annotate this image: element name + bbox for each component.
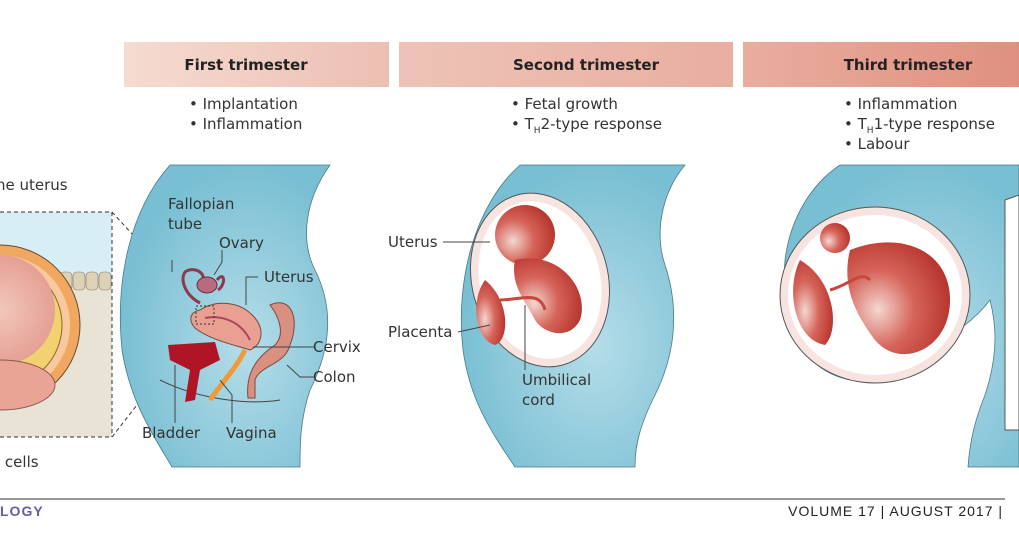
third-trimester-bullets: • Inflammation • TH1-type response • Lab… [844,95,995,153]
stage-title: Third trimester [844,56,973,74]
second-trimester-bullets: • Fetal growth • TH2-type response [511,95,662,136]
label-placenta: Placenta [388,323,452,341]
first-trimester-bullets: • Implantation • Inflammation [189,95,302,133]
stage-header-second: Second trimester [399,42,733,87]
label-uterus: Uterus [388,233,438,251]
stage-title: Second trimester [513,56,660,74]
stage-header-first: First trimester [124,42,389,87]
third-trimester-body [779,164,1019,468]
bullet: • Inflammation [189,115,302,133]
inset-top-label: he uterus [0,176,68,194]
second-trimester-body: Uterus Placenta Umbilical cord [388,164,686,468]
bullet: • Implantation [189,95,298,113]
bullet: • Inflammation [844,95,957,113]
bullet: • Fetal growth [511,95,618,113]
implantation-inset: he uterus l cells [0,176,198,471]
label-cervix: Cervix [313,338,361,356]
label-umbilical: Umbilical [522,371,591,389]
stage-title: First trimester [184,56,308,74]
bullet: • TH2-type response [511,115,662,136]
bullet: • Labour [844,135,910,153]
label-bladder: Bladder [142,424,201,442]
label-ovary: Ovary [219,234,264,252]
journal-name-fragment: LOGY [0,503,44,519]
label-vagina: Vagina [226,424,277,442]
label-fallopian: Fallopian [168,195,234,213]
inset-bottom-label: l cells [0,453,39,471]
label-colon: Colon [313,368,356,386]
label-uterus: Uterus [264,268,314,286]
volume-date: VOLUME 17 | AUGUST 2017 | [788,503,1003,519]
label-cord: cord [522,391,555,409]
bullet: • TH1-type response [844,115,995,136]
label-fallopian-2: tube [168,215,202,233]
stage-header-third: Third trimester [743,42,1019,87]
first-trimester-body: Fallopian tube Ovary Uterus Cervix Colon… [119,164,361,468]
